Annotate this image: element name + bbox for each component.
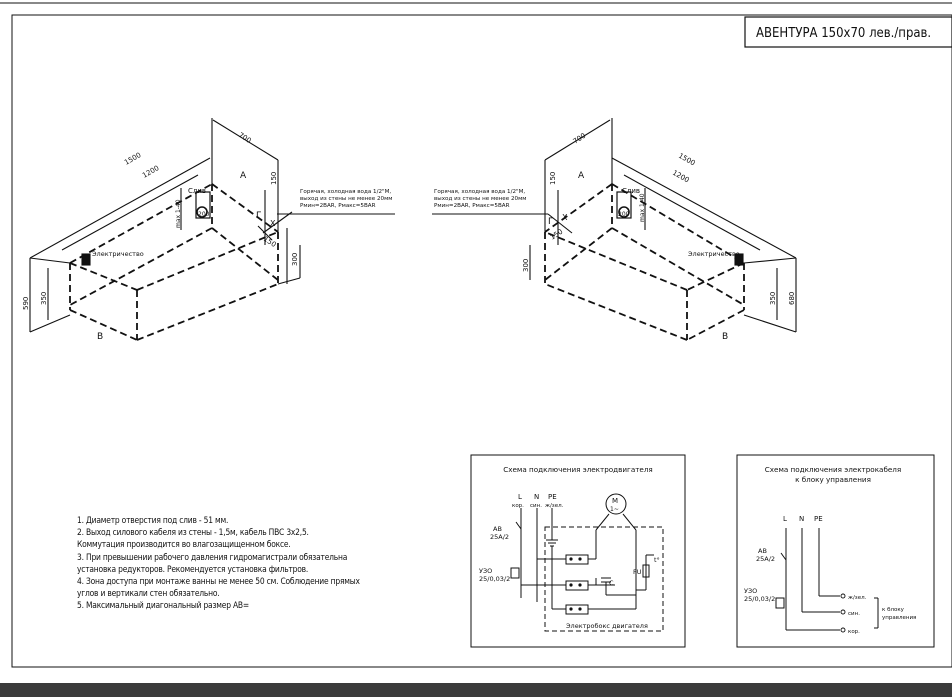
motor-pe-sub: ж/зел. — [545, 503, 564, 509]
title-box — [744, 16, 952, 48]
note-line: 3. При превышении рабочего давления гидр… — [77, 551, 348, 562]
motor-scheme-title: Схема подключения электродвигателя — [503, 465, 653, 474]
right-note-line-2: выход из стены не менее 20мм — [434, 196, 527, 202]
left-label-a: А — [240, 171, 247, 181]
cable-wire-3: кор. — [848, 629, 860, 635]
right-dim-height-left: 300 — [522, 259, 530, 272]
motor-n: N — [534, 493, 539, 501]
installation-notes: 1. Диаметр отверстия под слив - 51 мм. 2… — [77, 514, 417, 612]
note-line: установка редукторов. Рекомендуется уста… — [77, 563, 309, 574]
motor-sym: 1~ — [610, 506, 619, 513]
frame-border — [11, 14, 952, 668]
cable-to-unit-1: к блоку — [882, 607, 905, 613]
right-dim-length: 1500 — [677, 152, 696, 168]
cable-uzo-val: 25/0,03/2 — [744, 595, 775, 603]
right-label-electric: Электричество — [688, 250, 740, 258]
motor-scheme: Схема подключения электродвигателя — [470, 454, 686, 648]
right-label-g: Г — [548, 217, 554, 227]
note-line: Коммутация производится во влагозащищенн… — [77, 539, 291, 550]
cable-to-unit-2: управления — [882, 615, 916, 621]
motor-cap: С — [609, 579, 614, 587]
title-text: АВЕНТУРА 150x70 лев./прав. — [756, 26, 931, 41]
motor-uzo-val: 25/0,03/2 — [479, 575, 510, 583]
cable-scheme-frame — [736, 454, 935, 648]
motor-m: М — [612, 497, 618, 505]
cable-n: N — [799, 515, 804, 523]
cable-l: L — [783, 515, 787, 523]
left-note-line-1: Горячая, холодная вода 1/2"М, — [300, 189, 391, 195]
left-label-b: В — [97, 332, 103, 342]
left-label-200: 200 — [198, 211, 210, 218]
cable-pe: PE — [814, 515, 823, 523]
left-dim-inner: 1200 — [141, 164, 160, 180]
cable-scheme-title-2: к блоку управления — [795, 475, 871, 484]
left-dim-height-inner: 350 — [40, 292, 48, 305]
right-bath-labels: 1500 1200 700 150 150 300 680 350 max 1-… — [434, 132, 796, 342]
right-note-line-3: Pмин=2BAR, Pмакс=5BAR — [434, 203, 510, 209]
right-dim-top: 150 — [549, 172, 557, 185]
right-bath-view — [432, 118, 797, 341]
right-label-b: В — [722, 332, 728, 342]
cable-ab-val: 25A/2 — [756, 555, 775, 563]
right-dim-width: 700 — [572, 132, 588, 146]
right-dim-height-right: 680 — [788, 292, 796, 305]
right-dim-inner: 1200 — [671, 169, 690, 185]
left-dim-length: 1500 — [123, 151, 142, 167]
right-label-x: Х — [562, 213, 568, 222]
cable-wire-2: син. — [848, 611, 860, 617]
left-dim-height-right: 300 — [291, 253, 299, 266]
motor-fu: FU — [633, 568, 642, 576]
right-dim-height-inner: 350 — [769, 292, 777, 305]
motor-uzo: УЗО — [479, 567, 492, 575]
left-dim-height-left: 590 — [22, 297, 30, 310]
cable-uzo: УЗО — [744, 587, 757, 595]
motor-ab-val: 25A/2 — [490, 533, 509, 541]
left-bath-labels: 1500 1200 700 150 150 300 590 350 max 1-… — [22, 131, 393, 342]
left-note-line-2: выход из стены не менее 20мм — [300, 196, 393, 202]
cable-scheme-title-1: Схема подключения электрокабеля — [765, 465, 901, 474]
cable-wire-1: ж/зел. — [848, 595, 867, 601]
note-line: 5. Максимальный диагональный размер АВ= — [77, 600, 250, 611]
motor-l: L — [518, 493, 522, 501]
left-label-electric: Электричество — [92, 250, 144, 258]
right-label-a: А — [578, 171, 585, 181]
note-line: углов и вертикали стен обязательно. — [77, 588, 220, 599]
motor-n-sub: син. — [530, 503, 542, 509]
right-label-max: max 1-40 — [639, 193, 646, 222]
bottom-status-bar — [0, 683, 952, 697]
note-line: 4. Зона доступа при монтаже ванны не мен… — [77, 576, 360, 587]
motor-box-label: Электробокс двигателя — [566, 622, 648, 630]
note-line: 2. Выход силового кабеля из стены - 1,5м… — [77, 527, 309, 538]
right-note-line-1: Горячая, холодная вода 1/2"М, — [434, 189, 525, 195]
left-label-drain: Слив — [188, 187, 206, 195]
note-line: 1. Диаметр отверстия под слив - 51 мм. — [77, 515, 229, 525]
motor-ab: АВ — [493, 525, 502, 533]
motor-scheme-frame — [470, 454, 686, 648]
cable-ab: АВ — [758, 547, 767, 555]
motor-pe: PE — [548, 493, 557, 501]
right-label-drain: Слив — [622, 187, 640, 195]
motor-l-sub: кор. — [512, 503, 524, 509]
cable-scheme: Схема подключения электрокабеля к блоку … — [736, 454, 935, 648]
left-note-line-3: Pмин=2BAR, Pмакс=5BAR — [300, 203, 376, 209]
motor-t: t° — [654, 556, 660, 564]
left-label-x: Х — [270, 219, 276, 228]
left-bath-view — [29, 118, 395, 341]
left-dim-side: 150 — [262, 235, 278, 249]
left-dim-top: 150 — [270, 172, 278, 185]
left-label-max: max 1-40 — [175, 199, 182, 228]
left-label-g: Г — [256, 211, 262, 221]
right-label-200: 200 — [618, 211, 630, 218]
